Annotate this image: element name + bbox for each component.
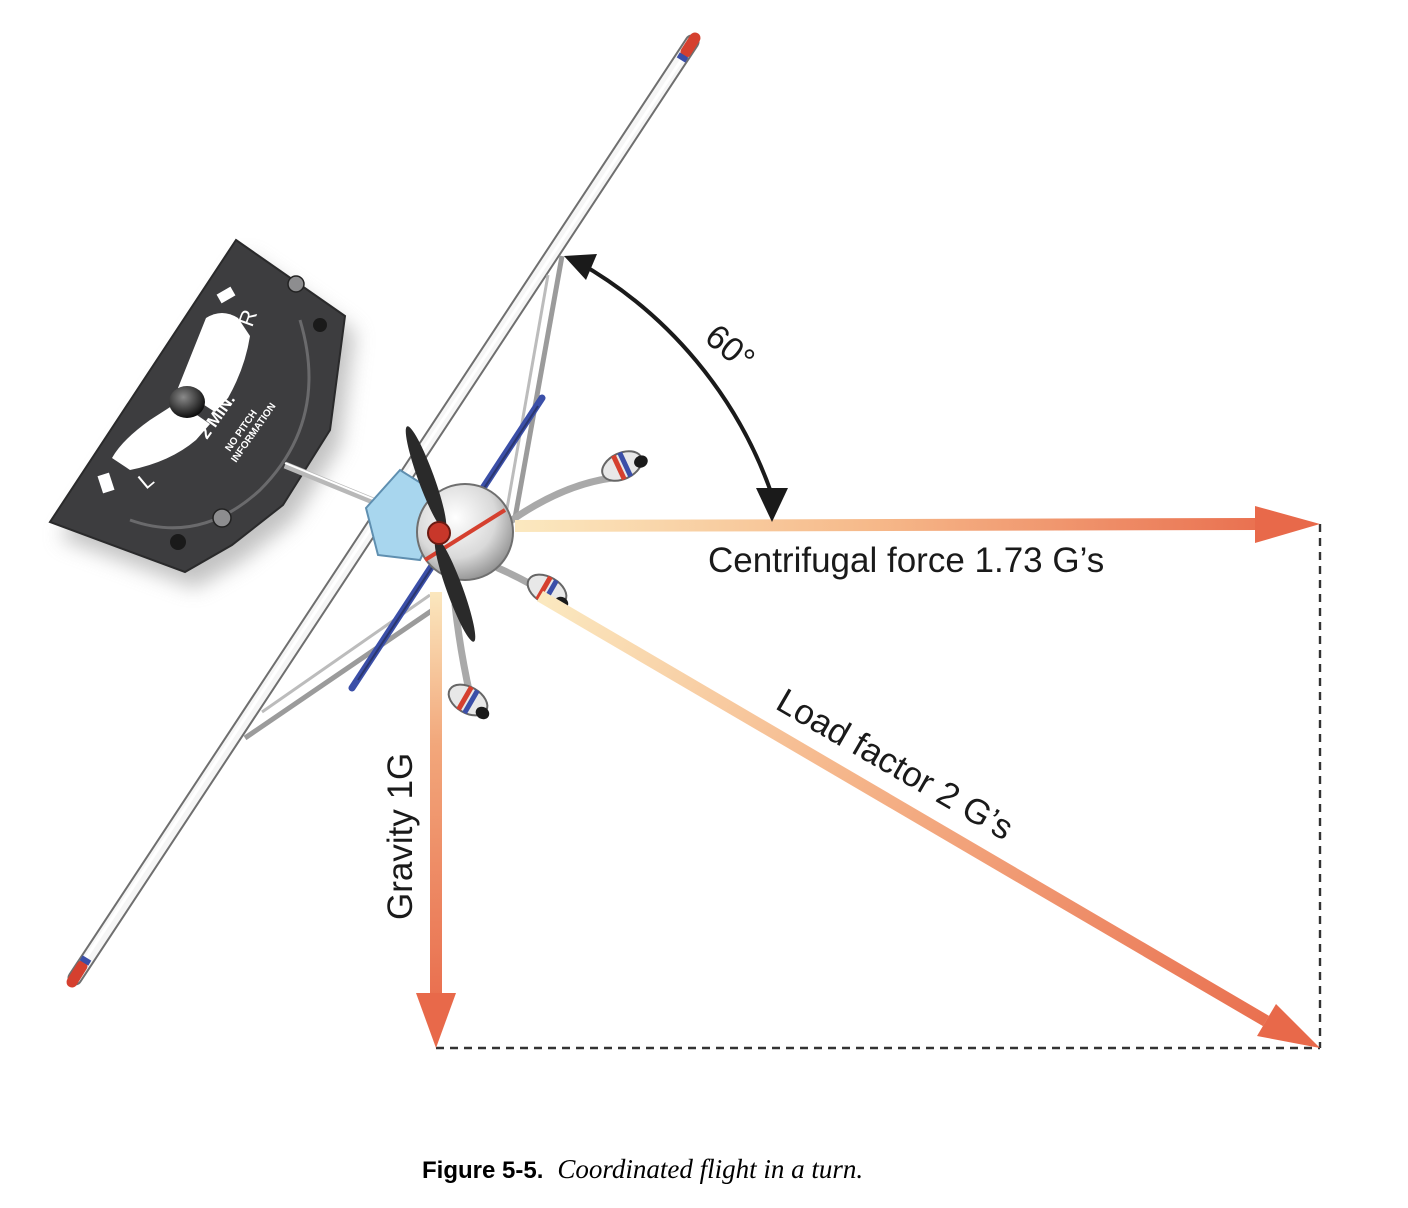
wheel-fairing-left — [447, 683, 490, 720]
bezel-screw-bottom — [212, 508, 232, 528]
centrifugal-force-arrowhead — [1255, 506, 1320, 543]
landing-gear-right — [501, 474, 616, 529]
load-factor-arrow-shaft — [536, 590, 1270, 1027]
figure-caption: Figure 5-5. Coordinated flight in a turn… — [422, 1154, 863, 1184]
wing-strut-lower — [243, 602, 442, 741]
bezel-screw-left — [170, 534, 186, 550]
instrument-face-upper — [178, 313, 250, 412]
dashed-guides — [436, 524, 1322, 1050]
force-vectors — [416, 506, 1320, 1048]
wing-tip-stripe-top — [676, 52, 689, 63]
propeller-spinner — [427, 521, 451, 545]
centrifugal-force-arrow-shaft — [514, 518, 1259, 532]
wheel-fairing-right — [601, 450, 648, 482]
wing-tip-nav-bottom — [66, 960, 88, 988]
wing-tip-stripe-bottom — [79, 955, 92, 966]
bezel-screw-top — [287, 275, 305, 293]
airplane — [66, 32, 701, 988]
centrifugal-force-label: Centrifugal force 1.73 G’s — [708, 541, 1104, 580]
wing-strut-upper-2 — [503, 274, 550, 521]
gravity-label: Gravity 1G — [381, 753, 420, 920]
bezel-screw-right — [313, 318, 327, 332]
left-index-mark — [97, 472, 115, 494]
right-index-mark — [216, 286, 236, 304]
bank-angle-label: 60° — [698, 317, 762, 379]
propeller-blade-upper — [405, 426, 447, 530]
bank-angle-arc — [577, 260, 774, 496]
wing-tip-nav-top — [680, 32, 701, 58]
bank-angle-arrowhead-top — [564, 254, 597, 280]
caption-text: Coordinated flight in a turn. — [557, 1154, 863, 1184]
load-factor-label: Load factor 2 G’s — [770, 681, 1020, 848]
gravity-arrowhead — [416, 993, 456, 1048]
caption-label: Figure 5-5. — [422, 1157, 543, 1184]
inclinometer-ball — [169, 386, 205, 418]
wing-strut-upper — [512, 255, 565, 519]
propeller-blade-lower — [434, 538, 476, 642]
load-factor-arrowhead — [1257, 1004, 1320, 1048]
instrument-bezel — [129, 319, 311, 530]
turn-coordinator-instrument: L R 2 MIN. NO PITCH INFORMATION — [48, 238, 355, 588]
bank-angle-arrowhead-bottom — [756, 488, 788, 522]
instrument-face-lower — [112, 402, 210, 470]
